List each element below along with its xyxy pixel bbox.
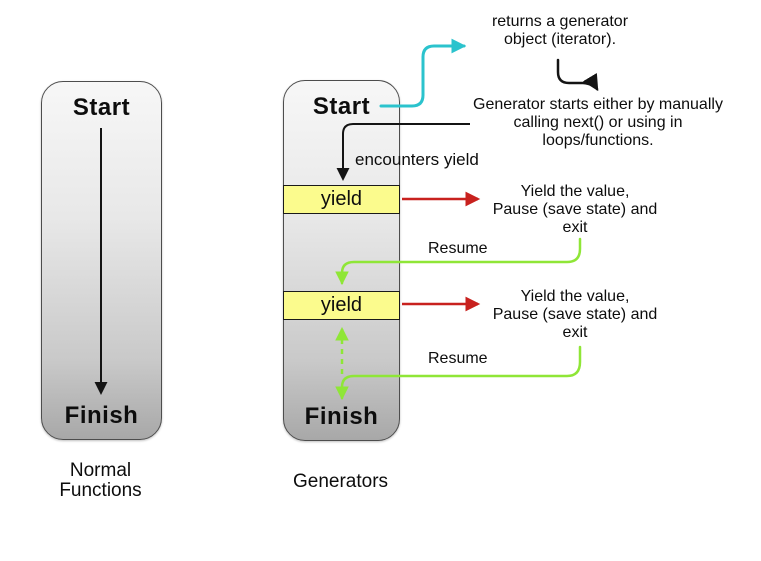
yield-statement-2: yield (283, 291, 400, 320)
generator-finish-label: Finish (304, 403, 379, 430)
yield-pause-note-1: Yield the value, Pause (save state) and … (492, 183, 658, 236)
encounters-yield-label: encounters yield (355, 150, 479, 169)
generators-caption: Generators (292, 471, 389, 492)
normal-start-label: Start (72, 94, 131, 121)
resume-label-2: Resume (428, 350, 488, 367)
normal-finish-label: Finish (64, 402, 139, 429)
normal-function-box: Start Finish (41, 81, 162, 440)
next-call-arrow (556, 58, 599, 92)
yield-statement-1: yield (283, 185, 400, 214)
yield-pause-note-2: Yield the value, Pause (save state) and … (492, 288, 658, 341)
normal-functions-caption: Normal Functions (59, 460, 142, 501)
generator-box: Start yield yield Finish (283, 80, 400, 441)
resume-label-1: Resume (428, 240, 488, 257)
generator-start-label: Start (312, 93, 371, 120)
generator-starts-note: Generator starts either by manually call… (473, 96, 723, 149)
returns-generator-note: returns a generator object (iterator). (491, 13, 629, 48)
